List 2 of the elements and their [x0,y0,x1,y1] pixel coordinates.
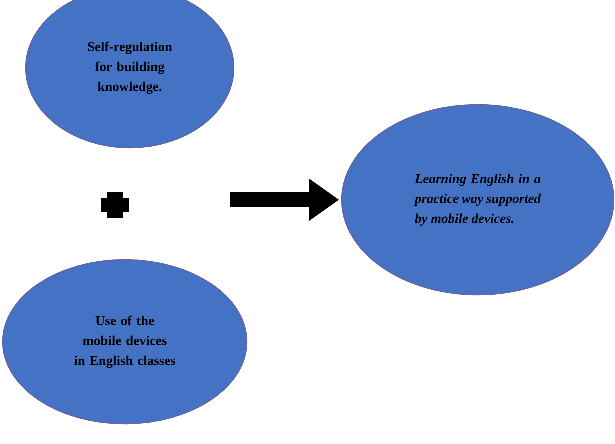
ellipse-node: Use of the mobile devices in English classes [2,259,248,425]
ellipse-node: Learning English in a practice way supported by mobile devices. [341,104,615,296]
